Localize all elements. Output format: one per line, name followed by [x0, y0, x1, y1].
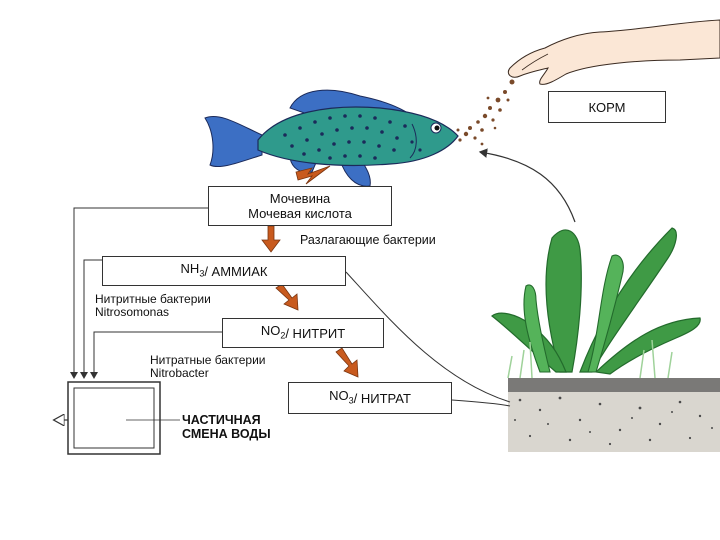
- water-change-label: ЧАСТИЧНАЯ СМЕНА ВОДЫ: [182, 413, 271, 441]
- urea-label: Мочевина: [269, 191, 331, 206]
- food-label: КОРМ: [588, 99, 626, 115]
- ammonia-formula: NH3: [180, 260, 205, 279]
- uric-acid-label: Мочевая кислота: [248, 206, 352, 221]
- nitrate-box: NO3 / НИТРАТ: [288, 382, 452, 414]
- water-change-tank: [56, 381, 180, 455]
- nitrite-box: NO2 / НИТРИТ: [222, 318, 384, 348]
- nitrite-bacteria-label: Нитритные бактерии Nitrosomonas: [95, 292, 211, 319]
- food-box: КОРМ: [548, 91, 666, 123]
- nitrate-to-soil-line: [451, 399, 511, 407]
- nitrate-name: / НИТРАТ: [353, 390, 411, 406]
- urea-box: Мочевина Мочевая кислота: [208, 186, 392, 226]
- return-lines: [70, 207, 222, 379]
- decomposing-bacteria-label: Разлагающие бактерии: [300, 233, 436, 247]
- substrate-soil: [508, 378, 720, 452]
- plant-icon: [491, 227, 701, 379]
- plant-to-fish-arrow: [478, 148, 576, 223]
- ammonia-to-soil-line: [345, 271, 511, 403]
- food-particles: [456, 79, 515, 146]
- hand-icon: [507, 19, 720, 85]
- nitrite-name: / НИТРИТ: [285, 325, 346, 341]
- nitrite-formula: NO2: [260, 322, 286, 341]
- process-arrows: [261, 165, 359, 378]
- ammonia-box: NH3 / АММИАК: [102, 256, 346, 286]
- ammonia-name: / АММИАК: [204, 263, 268, 279]
- fish-icon: [204, 89, 459, 187]
- nitrate-bacteria-label: Нитратные бактерии Nitrobacter: [150, 353, 266, 380]
- nitrate-formula: NO3: [329, 387, 354, 406]
